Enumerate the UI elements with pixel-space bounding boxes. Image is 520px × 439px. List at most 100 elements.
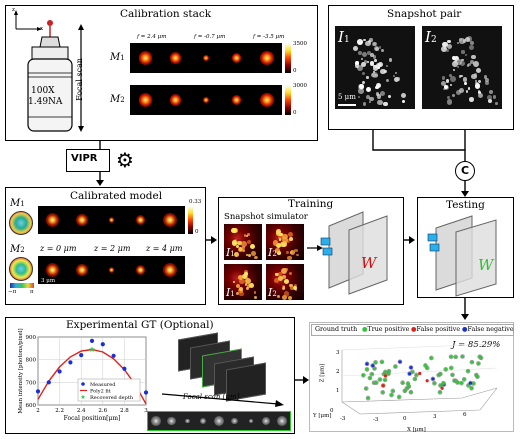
- emitter-spot: [287, 255, 292, 260]
- z-label-1: z = 0 μm: [40, 244, 77, 253]
- emitter-spot: [235, 245, 240, 249]
- emitter-spot: [244, 234, 247, 237]
- gear-icon: ⚙: [116, 148, 134, 172]
- scatter-true-positive: [372, 366, 377, 371]
- emitter-spot: [362, 102, 367, 106]
- scatter-false-positive: [383, 374, 388, 378]
- chart-point-measured: [79, 353, 84, 358]
- emitter-spot: [473, 73, 478, 77]
- emitter-spot: [282, 295, 288, 300]
- emitter-spot: [241, 241, 247, 248]
- emitter-spot: [281, 286, 286, 290]
- emitter-spot: [289, 249, 296, 255]
- emitter-spot: [459, 38, 465, 44]
- chart-y-tick-label: 700: [26, 380, 37, 386]
- emitter-spot: [484, 80, 490, 86]
- emitter-spot: [454, 56, 458, 60]
- emitter-spot: [360, 57, 363, 60]
- emitter-spot: [449, 76, 456, 83]
- scatter-true-positive: [387, 369, 391, 373]
- emitter-spot: [275, 272, 279, 277]
- emitter-spot: [236, 291, 240, 296]
- psf-spot: [248, 418, 253, 424]
- emitter-spot: [468, 63, 471, 66]
- chart-point-measured: [100, 342, 105, 347]
- emitter-spot: [377, 66, 380, 69]
- emitter-spot: [469, 40, 474, 45]
- scatter-ground-truth: [450, 372, 455, 378]
- results-z-tick-1: 1: [336, 388, 340, 394]
- scatter-true-positive: [410, 370, 415, 374]
- scatter-ground-truth: [381, 371, 387, 377]
- emitter-spot: [372, 70, 375, 74]
- testing-title: Testing: [446, 199, 485, 211]
- emitter-spot: [288, 231, 294, 237]
- emitter-spot: [447, 39, 452, 44]
- scatter-grid: [341, 343, 498, 351]
- psf-spot: [231, 95, 241, 105]
- scatter-true-positive: [432, 381, 436, 385]
- emitter-spot: [283, 291, 290, 297]
- emitter-spot: [357, 51, 362, 56]
- scatter-ground-truth: [438, 383, 443, 388]
- scatter-ground-truth: [389, 392, 394, 398]
- emitter-spot: [483, 75, 488, 79]
- emitter-spot: [477, 93, 483, 99]
- snapshot-image-2: [422, 26, 502, 109]
- legend-true-positive: ●True positive: [362, 326, 410, 333]
- emitter-spot: [458, 87, 465, 94]
- scatter-true-positive: [406, 382, 410, 386]
- emitter-spot: [495, 102, 499, 106]
- psf-spot: [163, 263, 178, 277]
- emitter-spot: [442, 41, 448, 48]
- psf-spot: [262, 416, 271, 425]
- colorbar-m2-min: 0: [293, 110, 297, 116]
- emitter-spot: [373, 46, 379, 52]
- emitter-spot: [278, 238, 282, 241]
- chart-series-line-poly2-fit: [37, 348, 147, 405]
- axis-x-label: x: [40, 26, 44, 32]
- calibrated-strip-m2: [38, 256, 185, 284]
- scatter-true-positive: [391, 389, 395, 393]
- sim-i1-label-bottom: I1: [226, 286, 235, 299]
- scatter-ground-truth: [386, 368, 392, 374]
- calibrated-m2-label: M2: [10, 244, 25, 255]
- emitter-spot: [232, 280, 236, 284]
- testing-w-label: W: [478, 256, 494, 274]
- results-x-tick-3: 3: [433, 414, 437, 420]
- emitter-spot: [246, 232, 250, 236]
- emitter-spot: [247, 253, 251, 257]
- emitter-spot: [244, 283, 247, 286]
- emitter-spot: [369, 96, 374, 101]
- scatter-ground-truth: [361, 372, 366, 378]
- scatter-ground-truth: [412, 376, 418, 382]
- emitter-spot: [231, 240, 238, 246]
- scatter-false-positive: [418, 371, 422, 376]
- emitter-spot: [275, 242, 281, 248]
- emitter-spot: [247, 239, 252, 244]
- emitter-spot: [449, 83, 453, 87]
- scatter-ground-truth: [405, 381, 411, 386]
- scatter-false-negative: [407, 372, 412, 376]
- calibrated-colorbar-max: 0.33: [189, 199, 202, 205]
- emitter-spot: [378, 46, 382, 49]
- calibration-title: Calibration stack: [120, 8, 212, 20]
- chart-x-tick-label: 2.2: [55, 408, 64, 414]
- scatter-ground-truth: [380, 390, 386, 395]
- chart-point-measured: [89, 338, 95, 343]
- calibrated-m1-label: M1: [10, 198, 25, 209]
- colorbar-m1-max: 3500: [293, 41, 307, 47]
- emitter-spot: [283, 279, 289, 285]
- scatter-ground-truth: [475, 374, 480, 380]
- scatter-true-positive: [454, 355, 458, 359]
- scatter-true-positive: [450, 373, 455, 377]
- scatter-true-positive: [397, 395, 401, 399]
- gt-focal-scan-strip: [147, 411, 291, 431]
- scatter-ground-truth: [469, 385, 474, 391]
- scatter-true-positive: [476, 361, 481, 366]
- scatter-true-positive: [380, 360, 384, 364]
- scatter-true-positive: [455, 380, 460, 385]
- sim-image-1: [224, 224, 262, 260]
- scatter-true-positive: [413, 377, 417, 381]
- emitter-spot: [296, 253, 300, 257]
